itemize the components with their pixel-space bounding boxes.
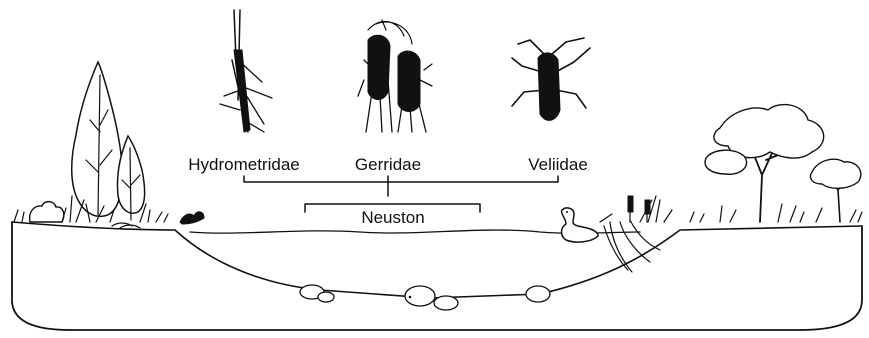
family-label-gerridae: Gerridae bbox=[355, 155, 421, 174]
family-label-hydrometridae: Hydrometridae bbox=[188, 155, 300, 174]
tree-icon bbox=[70, 60, 146, 221]
reed-icon bbox=[599, 195, 673, 273]
family-label-veliidae: Veliidae bbox=[528, 155, 588, 174]
pond-basin bbox=[11, 221, 863, 331]
duck-icon bbox=[560, 207, 599, 243]
veliidae-insect-icon bbox=[511, 37, 591, 121]
bush-icon bbox=[28, 200, 65, 223]
pebble-icon bbox=[299, 284, 551, 311]
grass-icon bbox=[689, 203, 863, 223]
tree-icon bbox=[704, 103, 862, 223]
grass-icon bbox=[13, 195, 169, 229]
group-label-neuston: Neuston bbox=[361, 208, 424, 227]
family-connector bbox=[243, 175, 559, 213]
hydrometridae-insect-icon bbox=[219, 9, 273, 133]
gerridae-insect-icon bbox=[357, 19, 433, 133]
grass-icon bbox=[179, 211, 205, 225]
